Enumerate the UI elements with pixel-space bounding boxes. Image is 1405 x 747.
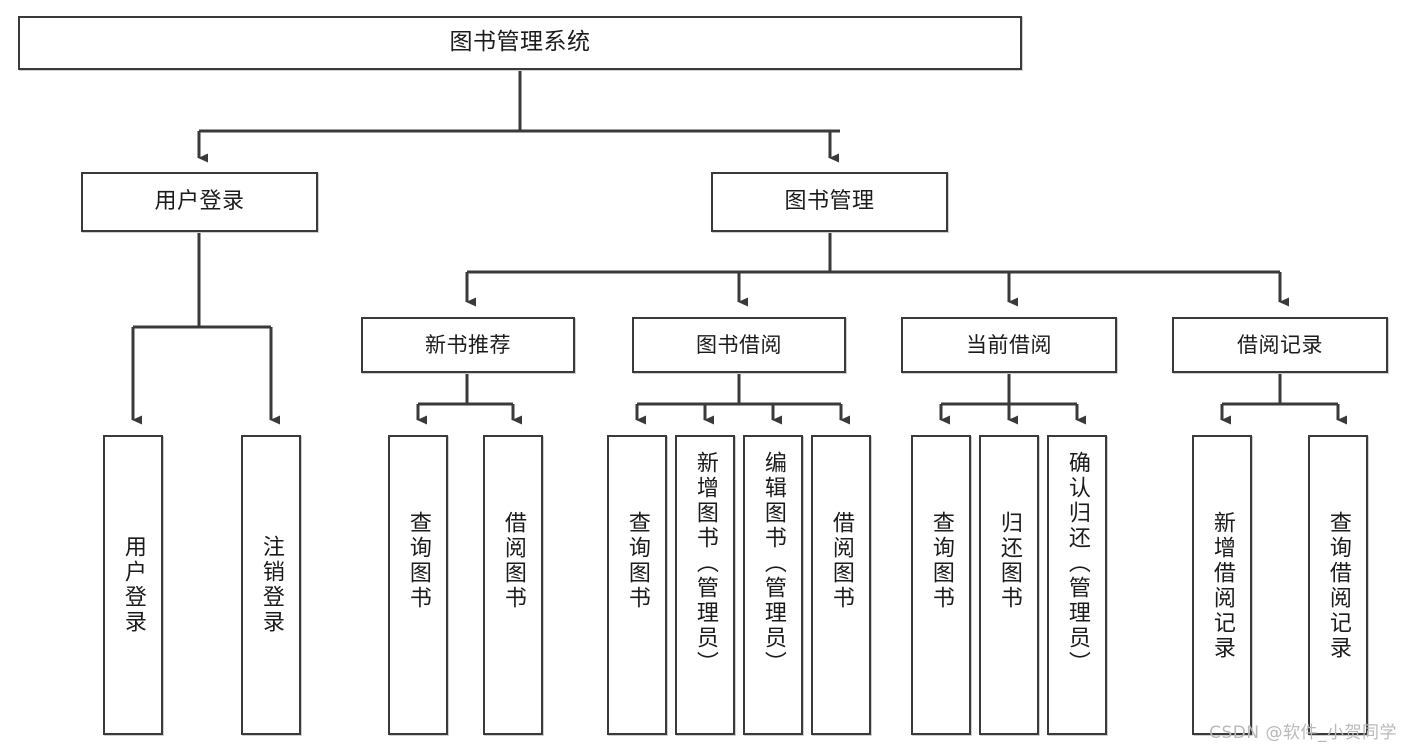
node-leaf-borrow-book-recommend[interactable]: 借阅图书 xyxy=(483,435,543,735)
node-leaf-query-book-current-label: 查询图书 xyxy=(928,511,954,611)
node-leaf-logout[interactable]: 注销登录 xyxy=(241,435,301,735)
node-leaf-return-book[interactable]: 归还图书 xyxy=(979,435,1039,735)
node-new-book-recommend-label: 新书推荐 xyxy=(425,332,511,357)
node-leaf-borrow-book[interactable]: 借阅图书 xyxy=(811,435,871,735)
node-leaf-query-borrow-record-label: 查询借阅记录 xyxy=(1325,511,1351,661)
node-leaf-logout-label: 注销登录 xyxy=(258,535,284,635)
node-leaf-query-borrow-record[interactable]: 查询借阅记录 xyxy=(1308,435,1368,735)
node-leaf-confirm-return-admin-label: 确认归还（管理员） xyxy=(1064,451,1090,676)
node-book-borrow[interactable]: 图书借阅 xyxy=(632,317,846,373)
node-user-login[interactable]: 用户登录 xyxy=(81,172,318,232)
node-leaf-confirm-return-admin[interactable]: 确认归还（管理员） xyxy=(1047,435,1107,735)
node-borrow-record[interactable]: 借阅记录 xyxy=(1172,317,1388,373)
node-book-borrow-label: 图书借阅 xyxy=(696,332,782,357)
node-leaf-query-book-borrow-label: 查询图书 xyxy=(624,511,650,611)
node-current-borrow-label: 当前借阅 xyxy=(966,332,1052,357)
node-borrow-record-label: 借阅记录 xyxy=(1237,332,1323,357)
node-leaf-query-book-borrow[interactable]: 查询图书 xyxy=(607,435,667,735)
node-leaf-user-login[interactable]: 用户登录 xyxy=(103,435,163,735)
node-leaf-add-book-admin-label: 新增图书（管理员） xyxy=(692,451,718,676)
node-leaf-edit-book-admin-label: 编辑图书（管理员） xyxy=(760,451,786,676)
node-book-manage-label: 图书管理 xyxy=(784,189,875,215)
node-leaf-user-login-label: 用户登录 xyxy=(120,535,146,635)
node-leaf-edit-book-admin[interactable]: 编辑图书（管理员） xyxy=(743,435,803,735)
node-root-system-label: 图书管理系统 xyxy=(449,29,591,56)
node-leaf-add-borrow-record[interactable]: 新增借阅记录 xyxy=(1192,435,1252,735)
node-new-book-recommend[interactable]: 新书推荐 xyxy=(361,317,575,373)
node-leaf-add-borrow-record-label: 新增借阅记录 xyxy=(1209,511,1235,661)
node-leaf-borrow-book-label: 借阅图书 xyxy=(828,511,854,611)
node-leaf-add-book-admin[interactable]: 新增图书（管理员） xyxy=(675,435,735,735)
node-root-system[interactable]: 图书管理系统 xyxy=(18,16,1022,70)
node-leaf-query-book-recommend[interactable]: 查询图书 xyxy=(388,435,448,735)
node-current-borrow[interactable]: 当前借阅 xyxy=(901,317,1117,373)
watermark-text: CSDN @软件_小贺同学 xyxy=(1209,723,1397,743)
node-leaf-return-book-label: 归还图书 xyxy=(996,511,1022,611)
node-user-login-label: 用户登录 xyxy=(154,189,245,215)
node-book-manage[interactable]: 图书管理 xyxy=(711,172,948,232)
node-leaf-query-book-recommend-label: 查询图书 xyxy=(405,511,431,611)
node-leaf-query-book-current[interactable]: 查询图书 xyxy=(911,435,971,735)
node-leaf-borrow-book-recommend-label: 借阅图书 xyxy=(500,511,526,611)
